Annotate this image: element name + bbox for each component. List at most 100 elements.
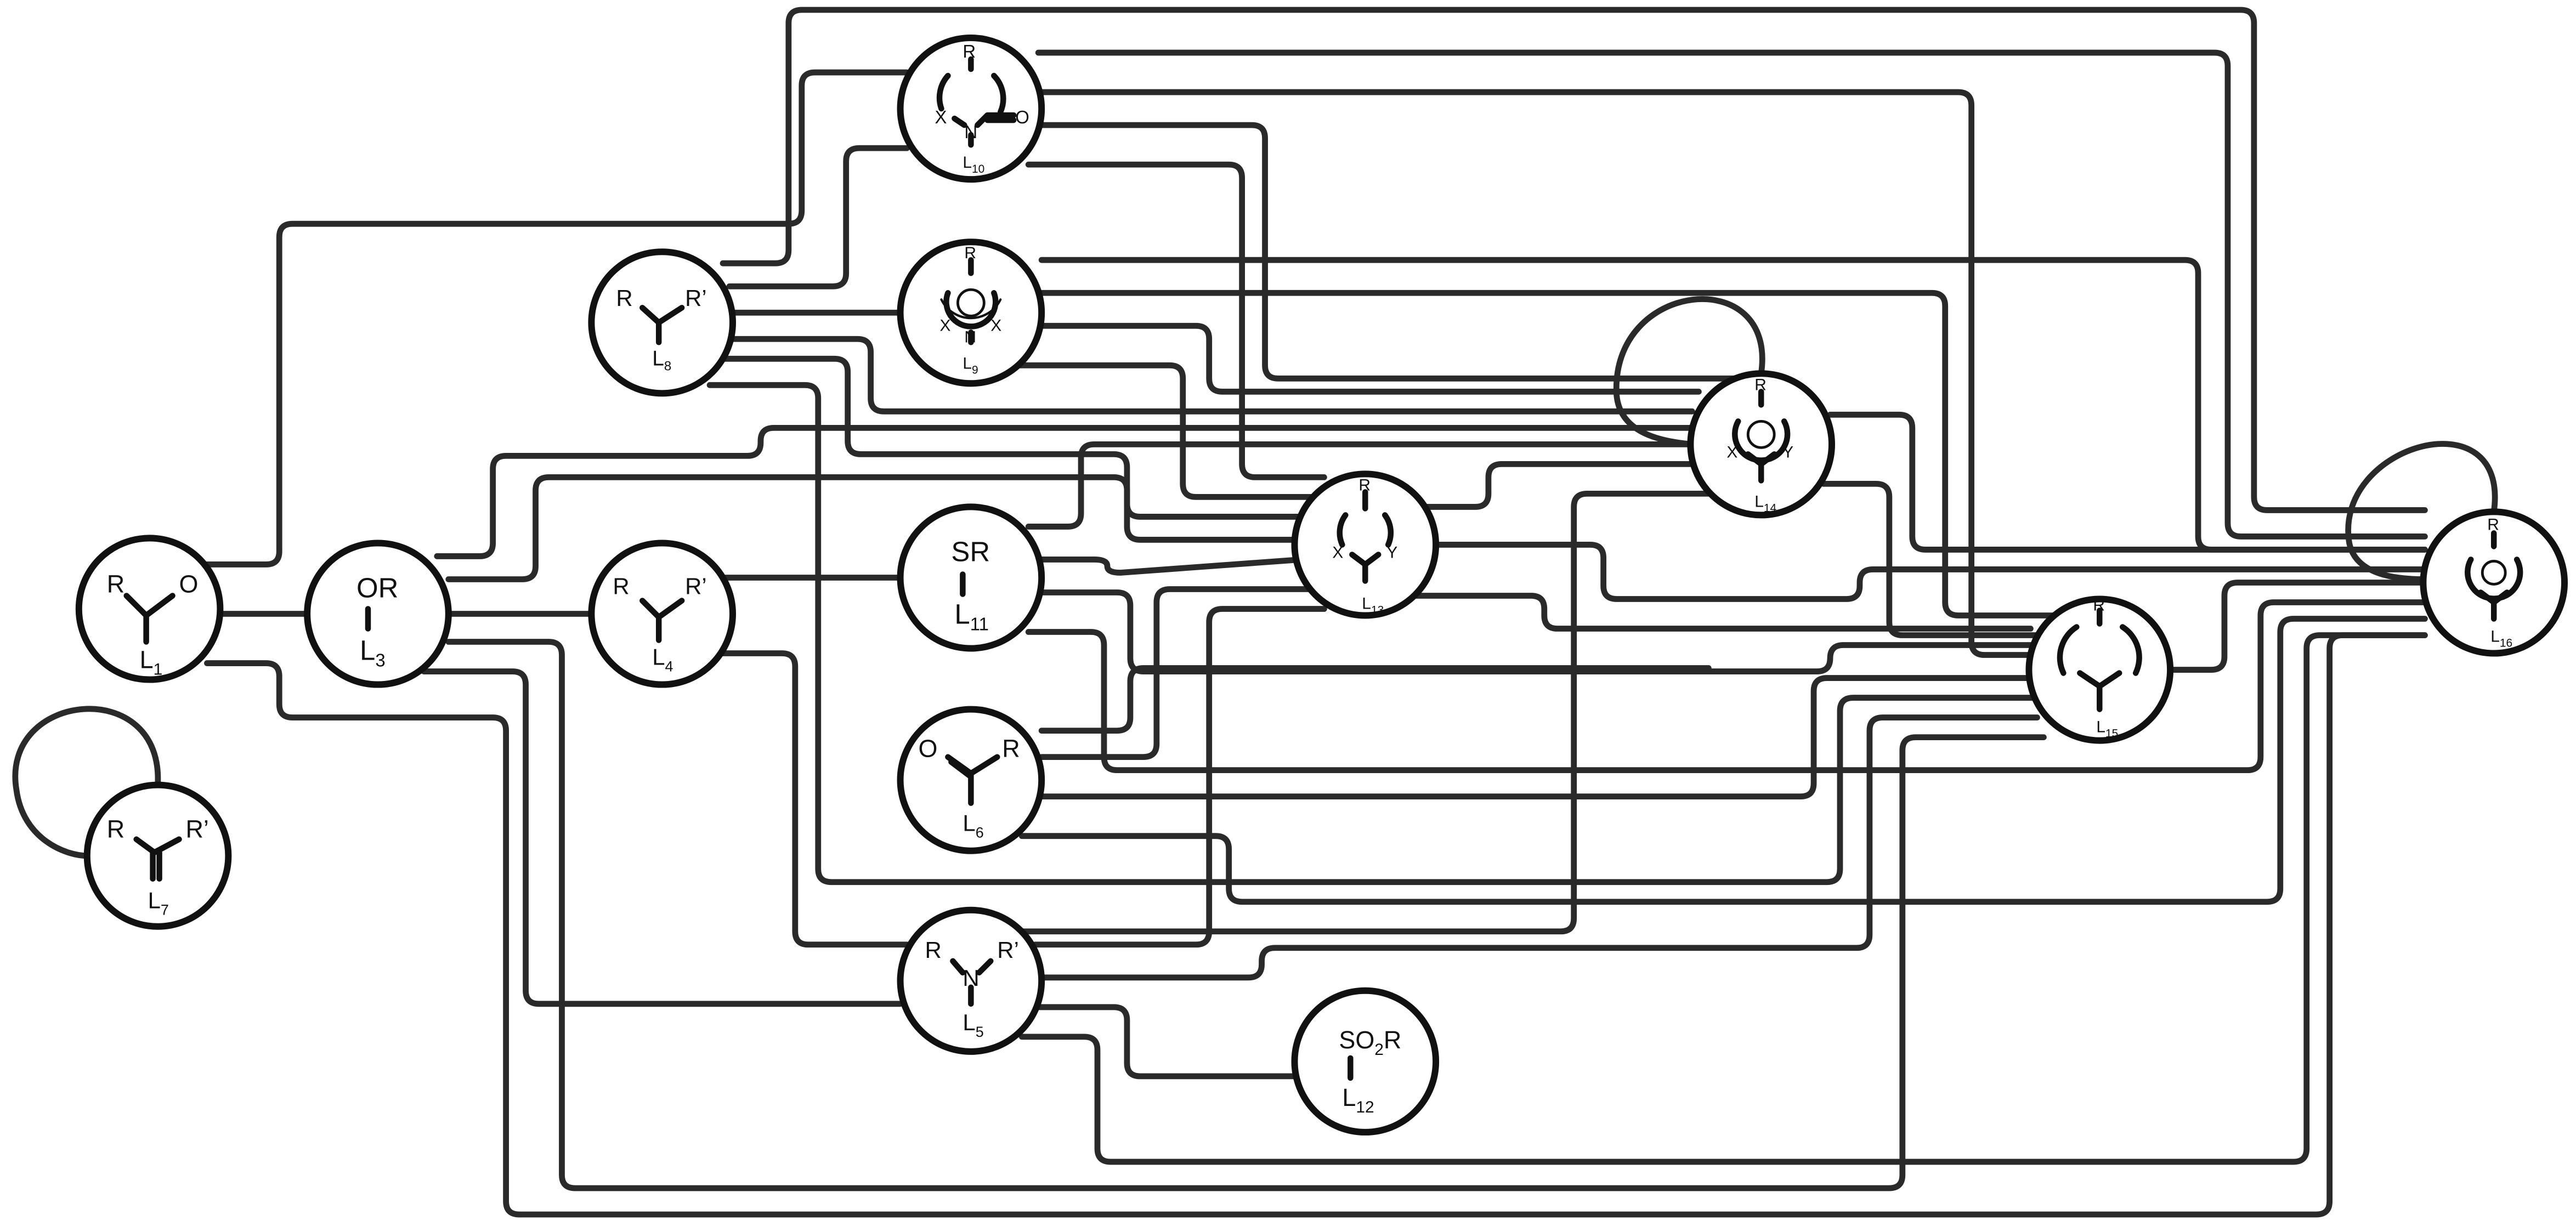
connection-line — [1025, 161, 1327, 480]
node-l14-x: X — [1726, 443, 1737, 461]
connection-line — [2345, 441, 2498, 582]
node-l9-x1: X — [939, 316, 950, 334]
node-l12: SO2R L12 — [1291, 987, 1440, 1136]
node-l13-r: R — [1358, 476, 1371, 494]
node-l10-r: R — [963, 41, 976, 61]
connection-line — [12, 706, 161, 859]
node-l3: OR L3 — [304, 540, 452, 688]
connection-line — [1035, 122, 1745, 382]
node-l16-label: L16 — [2490, 627, 2512, 649]
node-l12-group: SO2R — [1339, 1026, 1401, 1059]
node-l3-label: L3 — [360, 634, 386, 670]
node-l14-label: L14 — [1754, 492, 1776, 514]
node-l9-x2: X — [990, 316, 1001, 334]
connection-line — [1025, 441, 1695, 530]
connection-line — [445, 639, 2047, 1191]
connection-lines — [12, 7, 2498, 1218]
connection-line — [1038, 557, 1304, 576]
node-l10: R X N O L10 — [897, 35, 1045, 183]
node-l10-label: L10 — [963, 154, 984, 175]
node-l11: SR L11 — [897, 503, 1045, 652]
connection-line — [1827, 411, 2428, 553]
connection-line — [720, 7, 2428, 513]
node-l5-r: R — [925, 937, 941, 963]
connection-line — [1038, 322, 1702, 395]
node-l16: R L16 — [2420, 508, 2568, 657]
node-l6-r: R — [1002, 735, 1020, 763]
connection-line — [1025, 599, 2428, 774]
connection-line — [1038, 290, 2057, 618]
connection-line — [434, 424, 1695, 559]
connection-line — [1032, 606, 1327, 948]
node-l5-n: N — [963, 965, 979, 991]
node-l13-y: Y — [1386, 543, 1397, 561]
connection-line — [204, 632, 2428, 1218]
node-l7-r2: R’ — [185, 815, 208, 843]
connection-line — [1038, 675, 2040, 800]
node-l9-r: R — [964, 244, 976, 262]
connection-line — [1018, 632, 2428, 1165]
connection-line — [1431, 542, 2428, 602]
node-l15-r: R — [2093, 596, 2105, 614]
node-l7-label: L7 — [148, 888, 169, 918]
node-l16-r: R — [2487, 515, 2499, 533]
connection-line — [726, 145, 910, 290]
connection-line — [1012, 362, 1317, 500]
node-l6-o: O — [919, 735, 938, 763]
connection-line — [1035, 49, 2428, 540]
node-l1-r: R — [107, 570, 124, 598]
node-l1: R O L1 — [75, 535, 224, 683]
node-l14-r: R — [1754, 376, 1767, 394]
node-l4-r: R — [613, 573, 629, 599]
node-l7: R R’ L7 — [83, 781, 232, 930]
connection-line — [1018, 616, 2428, 905]
node-l7-r: R — [107, 815, 124, 843]
connection-line — [421, 668, 903, 1007]
node-l9-n: N — [964, 328, 976, 346]
node-l11-group: SR — [951, 536, 990, 567]
node-l13: R X Y L13 — [1291, 470, 1440, 619]
node-l4: R R’ L4 — [588, 540, 736, 688]
node-l15: R L15 — [2025, 595, 2174, 744]
connection-line — [1413, 593, 2034, 632]
node-l11-label: L11 — [954, 598, 989, 634]
node-l8: R R’ L8 — [588, 248, 736, 397]
connection-line — [706, 382, 2040, 886]
connection-line — [1015, 491, 1718, 935]
connection-line — [720, 355, 1304, 520]
node-l14-y: Y — [1782, 443, 1793, 461]
node-l10-n: N — [964, 122, 977, 142]
node-l8-label: L8 — [652, 347, 671, 373]
node-l9: R X N X L9 — [897, 239, 1045, 387]
node-l1-label: L1 — [140, 646, 163, 679]
node-l1-o: O — [179, 570, 199, 598]
node-l6-label: L6 — [963, 810, 983, 841]
node-l4-r2: R’ — [685, 573, 707, 599]
node-l5: R N R’ L5 — [897, 906, 1045, 1055]
connection-line — [1032, 1004, 1298, 1080]
connection-line — [1038, 586, 1314, 760]
node-l12-label: L12 — [1342, 1083, 1374, 1116]
node-l3-group: OR — [356, 572, 398, 603]
connection-line — [1035, 589, 2040, 674]
connection-line — [2167, 580, 2428, 673]
node-l6: O R L6 — [897, 706, 1045, 854]
node-l5-label: L5 — [963, 1009, 983, 1040]
connection-line — [1035, 89, 2040, 658]
node-l10-x: X — [935, 107, 947, 127]
node-l5-r2: R’ — [997, 937, 1019, 963]
node-l14: R X Y L14 — [1687, 370, 1836, 519]
connection-line — [1613, 296, 1765, 447]
connection-line — [204, 69, 910, 567]
node-l8-r2: R’ — [685, 285, 707, 311]
connection-line — [1038, 714, 2040, 981]
node-l15-label: L15 — [2096, 718, 2118, 740]
node-l4-label: L4 — [652, 644, 673, 675]
connection-line — [726, 336, 1695, 415]
connection-line — [445, 474, 1304, 582]
node-l9-label: L9 — [963, 354, 978, 376]
node-l10-o: O — [1015, 107, 1029, 127]
connection-line — [1038, 665, 1712, 734]
connection-line — [1423, 461, 1695, 510]
